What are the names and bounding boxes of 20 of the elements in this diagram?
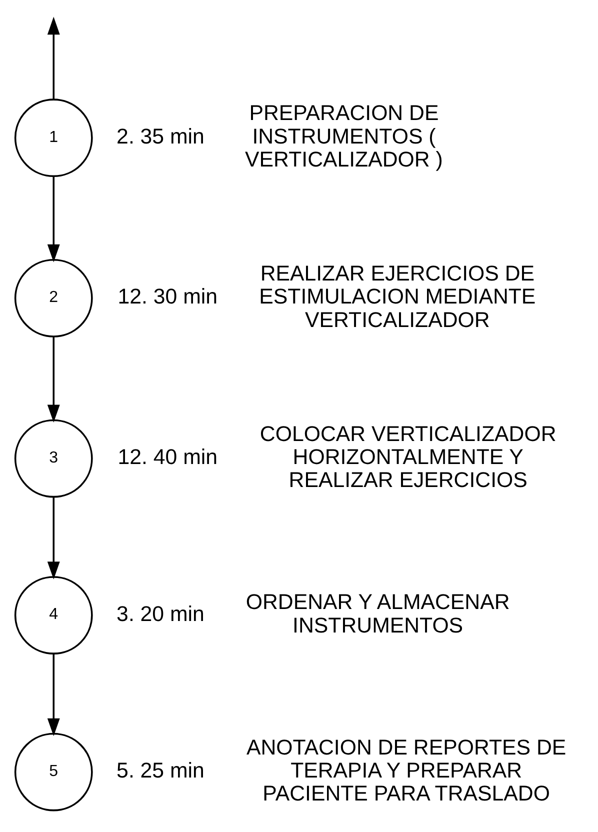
node-label: REALIZAR EJERCICIOS DE ESTIMULACION MEDIANTE VERTICALIZADOR — [259, 262, 536, 332]
node-circle: 4 — [14, 576, 93, 654]
node-circle: 3 — [14, 419, 93, 498]
node-circle: 5 — [14, 732, 93, 812]
node-label: COLOCAR VERTICALIZADOR HORIZONTALMENTE Y REALIZAR EJERCICIOS — [260, 422, 556, 492]
node-circle: 2 — [14, 259, 93, 338]
node-label: 12. 40 min — [118, 445, 218, 470]
arrow — [47, 16, 60, 100]
node-label: 12. 30 min — [118, 284, 218, 309]
arrow — [47, 497, 60, 580]
arrow — [47, 176, 60, 262]
node-label: PREPARACION DE INSTRUMENTOS ( VERTICALIZADOR ) — [245, 101, 443, 172]
node-label: ORDENAR Y ALMACENAR INSTRUMENTOS — [246, 590, 510, 638]
node-label: ANOTACION DE REPORTES DE TERAPIA Y PREPARAR PACIENTE PARA TRASLADO — [246, 735, 566, 806]
node-label: 3. 20 min — [116, 602, 204, 626]
node-label: 5. 25 min — [116, 758, 204, 783]
arrow — [47, 337, 60, 423]
arrow — [47, 654, 60, 736]
node-circle: 1 — [14, 98, 93, 178]
node-label: 2. 35 min — [116, 124, 204, 148]
